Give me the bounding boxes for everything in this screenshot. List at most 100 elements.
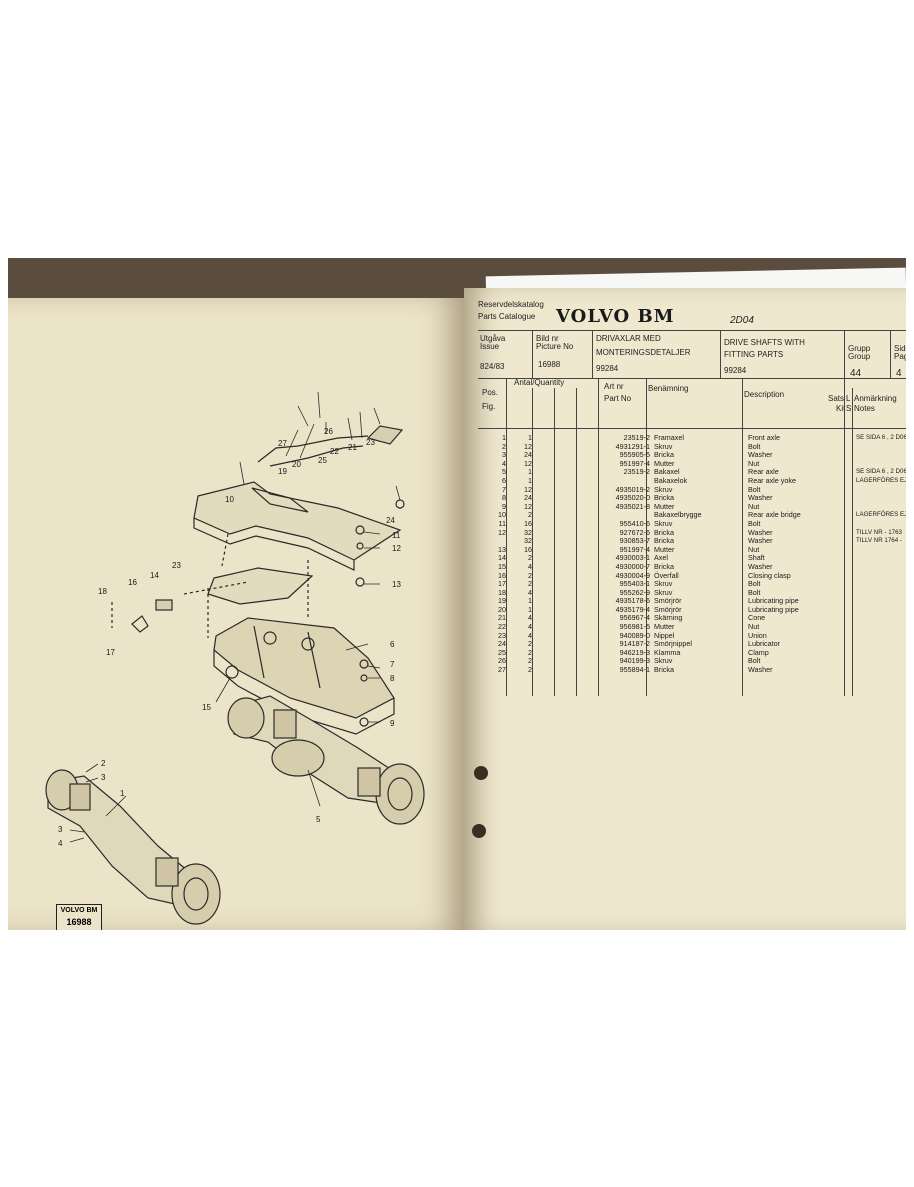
part-name-sv: Bricka xyxy=(654,561,674,571)
nut-9 xyxy=(359,717,369,727)
col-pos-sv: Pos. xyxy=(482,388,499,397)
part-number: 23519-2 xyxy=(623,467,650,477)
callout-1: 1 xyxy=(120,789,125,798)
title-sv-code: 99284 xyxy=(596,364,619,373)
part-name-sv: Skruv xyxy=(654,579,673,589)
brand-logo: VOLVO BM xyxy=(556,306,675,327)
picture-label-en: Picture No xyxy=(536,342,574,351)
callout-19: 19 xyxy=(278,467,287,476)
stamp-brand: VOLVO BM xyxy=(60,907,98,914)
title-en-2: FITTING PARTS xyxy=(724,350,784,359)
part-name-sv: Smörjrör xyxy=(654,596,682,606)
callout-8: 8 xyxy=(390,674,395,683)
col-pos-en: Fig. xyxy=(482,402,496,411)
part-pos: 6 xyxy=(502,475,506,485)
part-name-sv: Bricka xyxy=(654,450,674,460)
part-qty: 2 xyxy=(528,570,532,580)
bolt-11 xyxy=(355,525,365,535)
part-desc-en: Union xyxy=(748,630,767,640)
part-pos: 4 xyxy=(502,458,506,468)
callout-9: 9 xyxy=(390,719,395,728)
part-qty: 2 xyxy=(528,510,532,520)
catalog-label-en: Parts Catalogue xyxy=(478,312,536,321)
part-desc-en: Nut xyxy=(748,544,760,554)
part-desc-en: Bolt xyxy=(748,518,761,528)
part-number: 4935021-8 xyxy=(615,501,650,511)
part-desc-en: Lubricator xyxy=(748,639,780,649)
callout-7: 7 xyxy=(390,660,395,669)
callout-6: 6 xyxy=(390,640,395,649)
part-qty: 2 xyxy=(528,579,532,589)
picture-label-sv: Bild nr xyxy=(536,334,559,343)
part-desc-en: Nut xyxy=(748,458,760,468)
part-pos: 16 xyxy=(498,570,506,580)
group-label-en: Group xyxy=(848,352,871,361)
callout-21: 21 xyxy=(348,443,357,452)
part-number: 955410-6 xyxy=(619,518,650,528)
part-number: 4930000-7 xyxy=(615,561,650,571)
callout-23b: 23 xyxy=(172,561,181,570)
callout-13: 13 xyxy=(392,580,401,589)
callout-15: 15 xyxy=(202,703,211,712)
part-desc-en: Nut xyxy=(748,501,760,511)
part-pos: 25 xyxy=(498,647,506,657)
part-number: 955894-1 xyxy=(619,665,650,675)
part-number: 940199-3 xyxy=(619,656,650,666)
union-bracket xyxy=(366,425,404,445)
title-sv-2: MONTERINGSDETALJER xyxy=(596,348,691,357)
part-pos: 5 xyxy=(502,467,506,477)
part-name-sv: Överfall xyxy=(654,570,679,580)
part-pos: 19 xyxy=(498,596,506,606)
issue-value: 824/83 xyxy=(480,362,505,371)
shaft-14 xyxy=(155,599,173,611)
nut-13 xyxy=(355,577,365,587)
part-number: 4930004-9 xyxy=(615,570,650,580)
callout-18: 18 xyxy=(98,587,107,596)
lower-bridge-plate xyxy=(207,567,314,605)
yoke-ribs xyxy=(253,625,321,689)
callout-12: 12 xyxy=(392,544,401,553)
part-desc-en: Bolt xyxy=(748,579,761,589)
part-qty: 12 xyxy=(524,441,532,451)
part-number: 4935019-2 xyxy=(615,484,650,494)
part-qty: 24 xyxy=(524,450,532,460)
col-notes-sv: Anmärkning xyxy=(854,394,897,403)
part-pos: 18 xyxy=(498,587,506,597)
catalog-label-sv: Reservdelskatalog xyxy=(478,300,544,309)
part-number: 4935178-6 xyxy=(615,596,650,606)
part-name-sv: Skruv xyxy=(654,484,673,494)
part-number: 4935020-0 xyxy=(615,493,650,503)
part-qty: 4 xyxy=(528,630,532,640)
part-pos: 20 xyxy=(498,604,506,614)
part-note: TILLV NR - 1763 xyxy=(856,528,902,536)
part-pos: 15 xyxy=(498,561,506,571)
part-name-sv: Klamma xyxy=(654,647,681,657)
callout-26: 26 xyxy=(324,427,333,436)
part-name-sv: Bakaxel xyxy=(654,467,680,477)
part-name-sv: Bakaxelok xyxy=(654,475,688,485)
part-name-sv: Skruv xyxy=(654,441,673,451)
part-number: 955262-9 xyxy=(619,587,650,597)
part-number: 4935179-4 xyxy=(615,604,650,614)
washer-8 xyxy=(360,674,368,682)
part-number: 951997-4 xyxy=(619,544,650,554)
part-name-sv: Framaxel xyxy=(654,433,684,442)
part-pos: 9 xyxy=(502,501,506,511)
part-desc-en: Washer xyxy=(748,450,773,460)
part-qty: 2 xyxy=(528,656,532,666)
part-pos: 14 xyxy=(498,553,506,563)
part-note: LAGERFÖRES EJ xyxy=(856,476,906,484)
part-note: LAGERFÖRES EJ xyxy=(856,511,906,519)
callout-10: 10 xyxy=(225,495,234,504)
